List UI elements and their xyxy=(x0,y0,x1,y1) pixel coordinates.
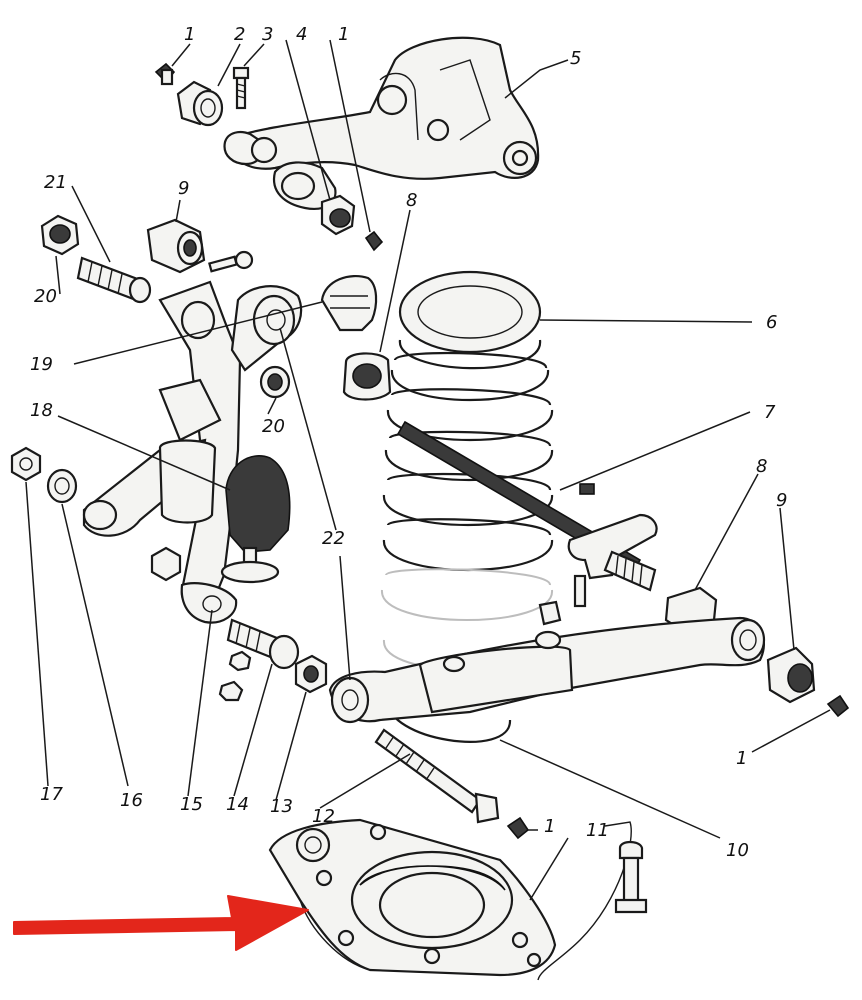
bushing-nut-2 xyxy=(176,80,224,127)
callout-8-upper: 8 xyxy=(406,190,417,211)
grease-fitting-1-bottom xyxy=(506,816,530,840)
callout-16: 16 xyxy=(120,790,143,811)
callout-20-mid: 20 xyxy=(262,416,285,437)
nut-4 xyxy=(320,194,356,236)
bolt-3 xyxy=(232,66,250,110)
washer-16 xyxy=(46,468,78,504)
callout-20-left: 20 xyxy=(34,286,57,307)
rubber-bumper-8-upper xyxy=(320,274,378,332)
callout-15: 15 xyxy=(180,794,203,815)
callout-7: 7 xyxy=(764,402,776,423)
steering-knuckle xyxy=(82,280,303,624)
callout-1-top-left: 1 xyxy=(184,24,195,45)
callout-6: 6 xyxy=(766,312,777,333)
leader-lines xyxy=(25,39,831,901)
callout-5: 5 xyxy=(570,48,581,69)
nut-17 xyxy=(10,446,42,482)
callout-13: 13 xyxy=(270,796,293,817)
callout-9-upper: 9 xyxy=(178,178,189,199)
upper-control-arm xyxy=(223,36,540,210)
callout-21: 21 xyxy=(44,172,67,193)
callout-11: 11 xyxy=(586,820,609,841)
callout-12: 12 xyxy=(312,806,335,827)
red-pointer-arrow xyxy=(13,895,309,951)
spring-seat-plate xyxy=(268,818,557,977)
callout-14: 14 xyxy=(226,794,249,815)
callout-8-right: 8 xyxy=(756,456,767,477)
grease-fitting-4 xyxy=(364,230,384,252)
pivot-shaft xyxy=(396,420,658,608)
callout-22-left: 22 xyxy=(322,528,345,549)
small-bolt xyxy=(208,250,254,273)
bushing-9-upper xyxy=(146,218,206,274)
callout-2: 2 xyxy=(234,24,245,45)
bolt-14 xyxy=(226,618,300,670)
callout-1-right: 1 xyxy=(736,748,747,769)
small-nuts-15 xyxy=(218,650,252,702)
callout-18: 18 xyxy=(30,400,53,421)
bolt-right-bottom xyxy=(614,840,648,914)
callout-1-bottom: 1 xyxy=(544,816,555,837)
long-bolt-12 xyxy=(374,728,500,824)
nut-20-mid xyxy=(259,365,291,399)
callout-1-top-right: 1 xyxy=(338,24,349,45)
grease-fitting-1-right xyxy=(826,694,850,718)
callout-9-right: 9 xyxy=(776,490,787,511)
callout-labels: 1 2 3 4 1 5 6 7 8 8 9 9 1 10 11 1 12 13 … xyxy=(30,24,787,861)
grease-fitting-top xyxy=(154,62,176,86)
bushing-9-right xyxy=(766,646,816,704)
lead-wire-11 xyxy=(537,821,632,981)
nut-20-left xyxy=(40,214,80,256)
small-nut-left xyxy=(150,546,182,582)
lower-control-arm xyxy=(328,600,766,724)
callout-10: 10 xyxy=(726,840,749,861)
bushing-8-mid xyxy=(342,352,392,401)
nut-13 xyxy=(294,654,328,694)
callout-19: 19 xyxy=(30,354,53,375)
rubber-stop xyxy=(220,455,291,584)
callout-17: 17 xyxy=(40,784,63,805)
callout-4: 4 xyxy=(296,24,307,45)
stud-21 xyxy=(76,256,152,304)
callout-3: 3 xyxy=(262,24,273,45)
